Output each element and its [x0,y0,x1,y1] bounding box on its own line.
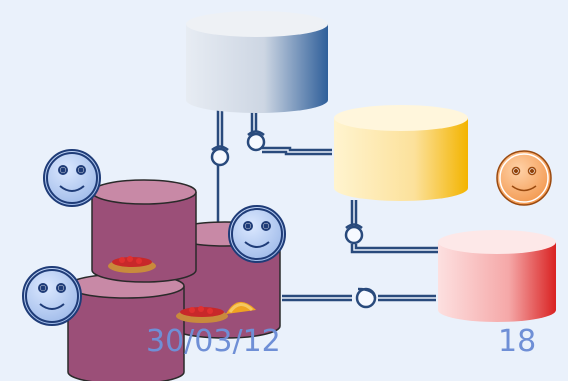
database-cylinder-icon [438,230,556,322]
food-image-icon [176,301,256,323]
smiley-face-icon [43,149,101,207]
smiley-face-icon [228,205,286,263]
database-cylinder-icon [186,11,328,113]
food-image-icon [108,256,156,273]
smiley-face-icon [496,150,552,206]
slide-page-number: 18 [498,324,537,359]
connector-lines [216,106,440,302]
database-cylinder-icon [334,105,468,201]
smiley-face-icon [22,266,82,326]
slide-date: 30/03/12 [146,324,281,359]
connector-valve-icon [210,130,377,309]
